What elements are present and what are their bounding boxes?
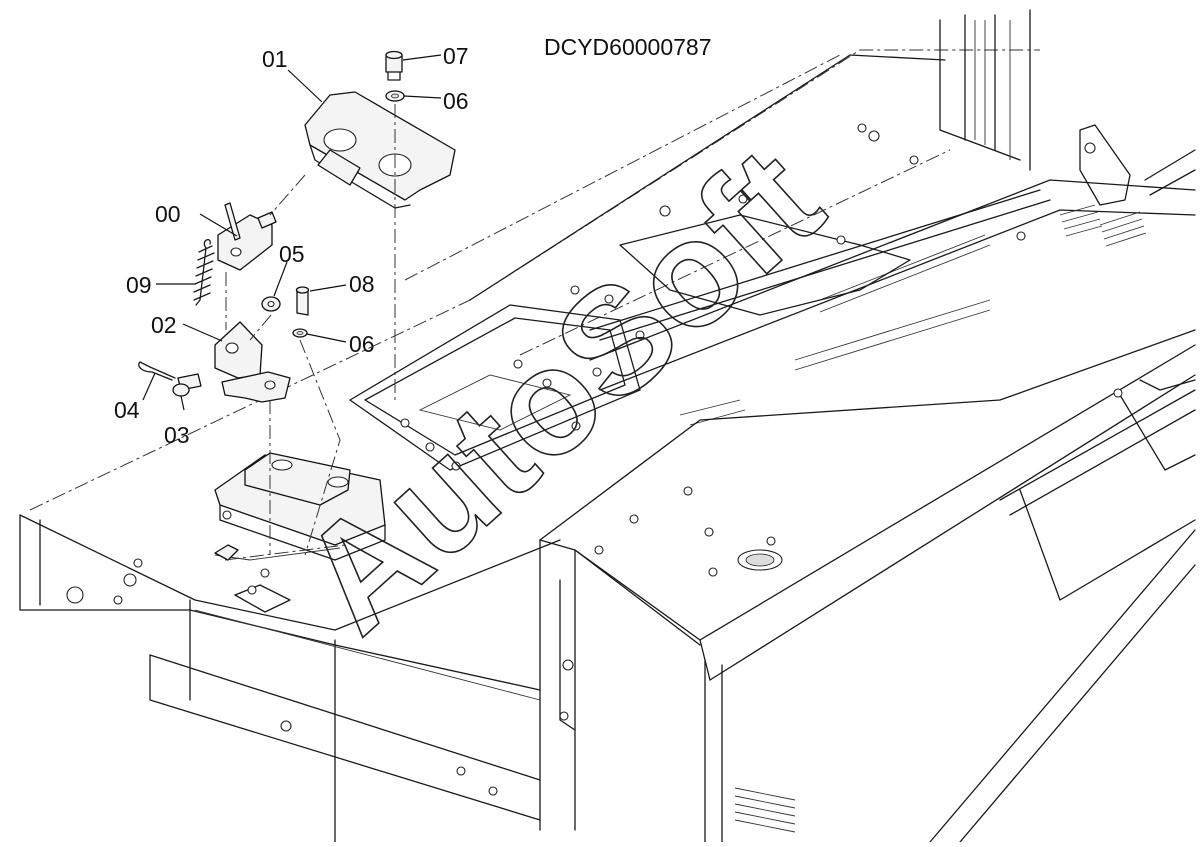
- part-00-latch: [217, 202, 277, 271]
- latch-mount-block: [214, 452, 386, 561]
- part-04-clip: [138, 361, 176, 381]
- callout-labels: 01 00 09 02 04 03 05 08 06 07 06: [114, 43, 469, 448]
- part-02-pivot-plate: [214, 321, 291, 403]
- part-01-plate: [304, 91, 456, 209]
- callout-06-upper: 06: [443, 88, 469, 114]
- callout-01: 01: [262, 46, 288, 72]
- callout-04: 04: [114, 397, 140, 423]
- exploded-parts: [138, 50, 456, 403]
- callout-05: 05: [279, 241, 305, 267]
- part-06-washer-upper: [385, 90, 405, 102]
- drawing-code: DCYD60000787: [544, 34, 712, 60]
- callout-06-lower: 06: [349, 331, 375, 357]
- callout-leaders: [142, 54, 442, 411]
- part-09-spring: [193, 239, 215, 306]
- mounting-holes: [222, 123, 1123, 796]
- part-03-pin: [172, 373, 202, 397]
- callout-07: 07: [443, 43, 469, 69]
- callout-00: 00: [155, 201, 181, 227]
- part-08-bolt: [295, 286, 310, 316]
- callout-03: 03: [164, 422, 190, 448]
- part-05-washer: [261, 296, 281, 312]
- machine-frame: [19, 9, 1196, 843]
- callout-02: 02: [151, 312, 177, 338]
- part-07-bolt: [385, 50, 403, 81]
- assembly-centerlines: [224, 104, 396, 561]
- part-06-washer-lower: [292, 328, 308, 338]
- callout-08: 08: [349, 271, 375, 297]
- callout-09: 09: [126, 272, 152, 298]
